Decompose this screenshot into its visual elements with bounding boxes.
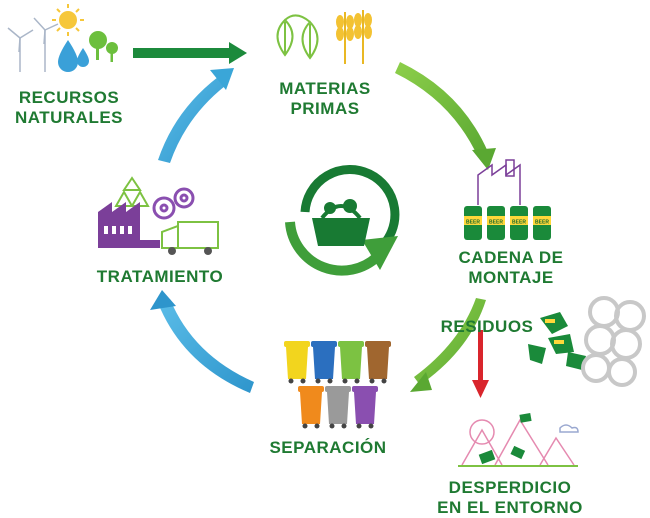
svg-text:BEER: BEER [489, 220, 503, 226]
recycling-bin-icon [338, 341, 364, 384]
arrow-cadena-to-residuos [410, 298, 486, 392]
arrow-tratamiento-to-recursos [158, 68, 234, 163]
crushed-cans-icon [528, 312, 586, 370]
arrow-materias-to-cadena [395, 62, 496, 170]
recycling-bin-icon [311, 341, 337, 384]
wind-turbine-icon [7, 17, 59, 72]
tree-icon [89, 31, 118, 62]
stage-label-desperdicio-en-el-entorno: DESPERDICIO EN EL ENTORNO [437, 478, 583, 517]
can-icon: BEER [533, 206, 551, 240]
recycling-bin-icon [284, 341, 310, 384]
recycling-bin-icon [365, 341, 391, 384]
six-pack-ring-icon [581, 296, 646, 387]
cans-group: BEER BEER BEER BEER [464, 206, 551, 240]
recycling-bin-icon [325, 386, 351, 429]
hops-icon [276, 14, 319, 60]
gear-icon [152, 187, 195, 220]
basket-icon [285, 165, 400, 276]
water-drop-icon [58, 40, 89, 72]
stage-label-recursos-naturales: RECURSOS NATURALES [14, 88, 124, 127]
recycle-icon [114, 176, 150, 207]
stage-label-tratamiento: TRATAMIENTO [96, 267, 224, 286]
truck-icon [161, 221, 219, 255]
stage-label-separacion: SEPARACIÓN [269, 438, 387, 457]
svg-text:BEER: BEER [466, 220, 480, 226]
svg-text:BEER: BEER [512, 220, 526, 226]
can-icon: BEER [510, 206, 528, 240]
mountain-icon [458, 418, 579, 467]
wheat-icon [336, 10, 372, 64]
arrow-recursos-to-materias [133, 42, 247, 64]
recycling-bin-icon [352, 386, 378, 429]
stage-label-cadena-de-montaje: CADENA DE MONTAJE [458, 248, 564, 287]
recycling-bins [284, 341, 391, 429]
svg-text:BEER: BEER [535, 220, 549, 226]
factory-icon [98, 202, 160, 248]
recycling-bin-icon [298, 386, 324, 429]
arrow-separacion-to-tratamiento [150, 290, 254, 393]
arrow-residuos-to-desperdicio [472, 330, 489, 398]
can-icon: BEER [487, 206, 505, 240]
litter-cans-icon [478, 413, 532, 465]
sun-icon [52, 4, 84, 36]
stage-label-materias-primas: MATERIAS PRIMAS [279, 79, 371, 118]
can-icon: BEER [464, 206, 482, 240]
factory-icon [477, 159, 521, 205]
stage-label-residuos: RESIDUOS [440, 317, 534, 336]
